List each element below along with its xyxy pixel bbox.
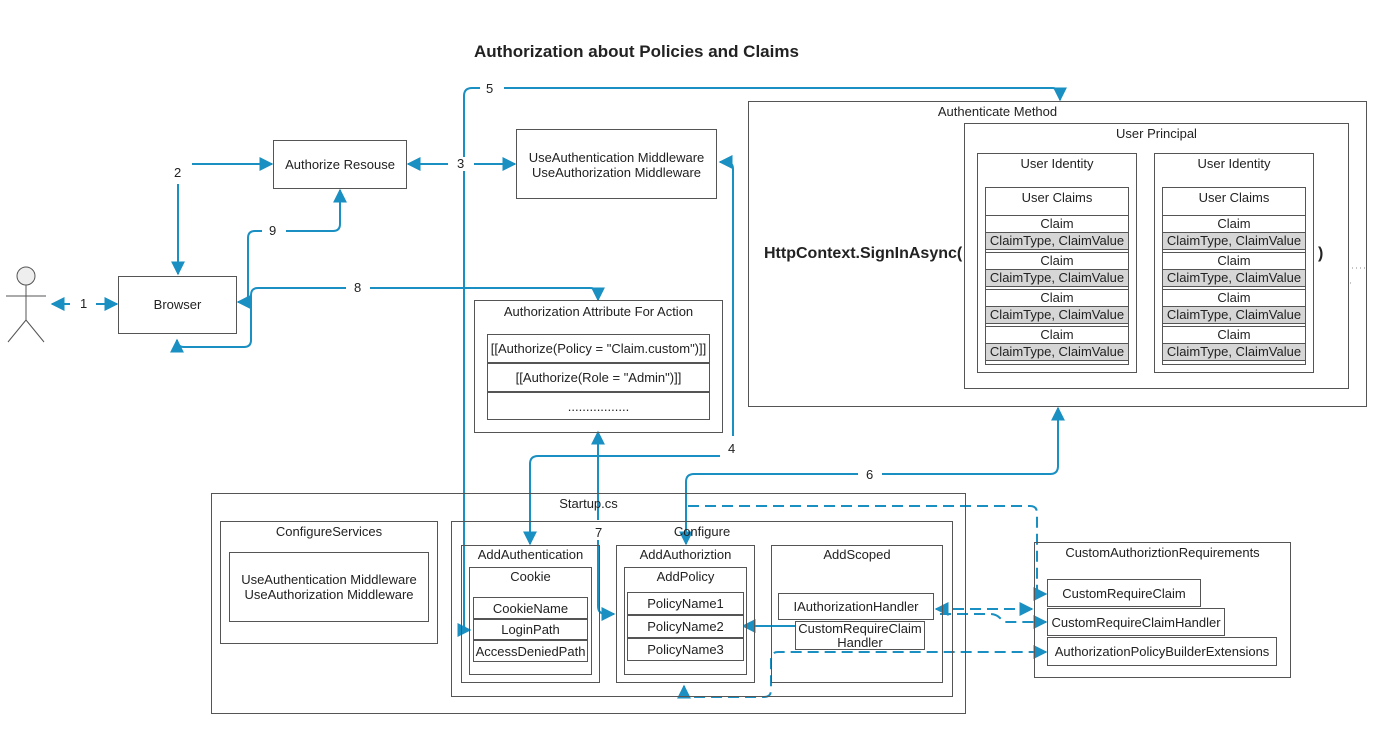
arrow-step-6-up — [882, 406, 1065, 475]
diagram-title: Authorization about Policies and Claims — [474, 42, 799, 61]
claim-value: ClaimType, ClaimValue — [985, 232, 1129, 250]
custom-require-claim-handler-item: CustomRequireClaimHandler — [1047, 608, 1225, 636]
add-authentication-title: AddAuthentication — [477, 547, 584, 562]
step-label-5: 5 — [484, 81, 496, 96]
policy-name-item: PolicyName2 — [627, 615, 744, 638]
step-label-3: 3 — [455, 156, 467, 171]
add-authorization-box: AddAuthoriztion — [616, 545, 755, 683]
arrow-step-8-right — [370, 287, 605, 302]
step-label-9: 9 — [267, 223, 279, 238]
configure-services-line-1: UseAuthentication Middleware — [241, 572, 417, 587]
policy-name-item: PolicyName1 — [627, 592, 744, 615]
claim-name: Claim — [1162, 252, 1306, 270]
claim-value: ClaimType, ClaimValue — [985, 343, 1129, 361]
dashed-policy-extensions — [677, 645, 1048, 699]
authorize-resource-label: Authorize Resouse — [285, 156, 395, 172]
claim-value: ClaimType, ClaimValue — [1162, 269, 1306, 287]
claim-name: Claim — [1162, 215, 1306, 233]
user-principal-box: User Principal — [964, 123, 1349, 389]
user-claims-title: User Claims — [1198, 190, 1270, 205]
authenticate-method-box: Authenticate Method — [748, 101, 1367, 407]
startup-box: Startup.cs — [211, 493, 966, 714]
policy-name-item: PolicyName3 — [627, 638, 744, 661]
startup-title: Startup.cs — [559, 496, 618, 511]
arrow-step-5 — [463, 88, 1060, 628]
cookie-title: Cookie — [510, 569, 551, 584]
configure-services-box: ConfigureServices — [220, 521, 438, 644]
signin-call-close: ) — [1318, 245, 1324, 262]
access-denied-path-item: AccessDeniedPath — [473, 640, 588, 662]
claim-name: Claim — [985, 289, 1129, 307]
add-authentication-box: AddAuthentication — [461, 545, 600, 683]
attribute-role-item: [[Authorize(Role = "Admin")]] — [487, 363, 710, 392]
authenticate-method-title: Authenticate Method — [937, 104, 1058, 119]
claim-value: ClaimType, ClaimValue — [1162, 306, 1306, 324]
configure-box: Configure — [451, 521, 953, 697]
add-policy-box: AddPolicy — [624, 567, 747, 675]
custom-require-claim-handler-impl: CustomRequireClaim Handler — [795, 621, 925, 650]
step-label-4: 4 — [726, 441, 738, 456]
cookie-box: Cookie — [469, 567, 592, 675]
arrow-step-9-down — [236, 230, 262, 309]
browser-box: Browser — [118, 276, 237, 334]
authorization-handler-interface: IAuthorizationHandler — [778, 593, 934, 620]
claim-name: Claim — [1162, 289, 1306, 307]
dashed-handler-claimhandler — [940, 613, 1048, 629]
custom-require-claim-item: CustomRequireClaim — [1047, 579, 1201, 607]
claim-name: Claim — [1162, 326, 1306, 344]
authorize-resource-box: Authorize Resouse — [273, 140, 407, 189]
step-label-7: 7 — [593, 525, 605, 540]
authorization-attribute-box: Authorization Attribute For Action [[Aut… — [474, 300, 723, 433]
claim-name: Claim — [985, 215, 1129, 233]
claim-name: Claim — [985, 326, 1129, 344]
custom-requirements-title: CustomAuthoriztionRequirements — [1065, 545, 1260, 560]
add-policy-title: AddPolicy — [656, 569, 715, 584]
configure-title: Configure — [673, 524, 731, 539]
attribute-policy-item: [[Authorize(Policy = "Claim.custom")]] — [487, 334, 710, 363]
user-principal-title: User Principal — [1116, 126, 1197, 141]
arrow-step-4-up — [718, 155, 734, 436]
cookie-name-item: CookieName — [473, 597, 588, 619]
arrow-step-7-right — [597, 540, 616, 621]
middleware-line-1: UseAuthentication Middleware — [528, 150, 705, 165]
middleware-line-2: UseAuthorization Middleware — [531, 165, 702, 180]
claim-value: ClaimType, ClaimValue — [1162, 232, 1306, 250]
add-scoped-box: AddScoped — [771, 545, 943, 683]
arrow-step-9-up — [286, 188, 347, 232]
dashed-startup-requireclaim — [688, 505, 1048, 601]
arrow-step-6-down — [679, 473, 858, 546]
step-label-1: 1 — [78, 296, 90, 311]
signin-call-open: HttpContext.SignInAsync( — [764, 245, 963, 262]
step-label-6: 6 — [864, 467, 876, 482]
arrow-step-4-down — [523, 455, 720, 546]
configure-services-line-2: UseAuthorization Middleware — [244, 587, 414, 602]
attribute-more-item: ................. — [487, 392, 710, 420]
configure-services-title: ConfigureServices — [275, 524, 383, 539]
claim-value: ClaimType, ClaimValue — [985, 269, 1129, 287]
custom-requirements-box: CustomAuthoriztionRequirements — [1034, 542, 1291, 678]
claim-name: Claim — [985, 252, 1129, 270]
user-identity-title: User Identity — [1197, 156, 1271, 171]
add-authorization-title: AddAuthoriztion — [639, 547, 732, 562]
add-scoped-title: AddScoped — [823, 547, 891, 562]
login-path-item: LoginPath — [473, 619, 588, 640]
policy-builder-extensions-item: AuthorizationPolicyBuilderExtensions — [1047, 637, 1277, 666]
configure-services-middleware-box: UseAuthentication Middleware UseAuthoriz… — [229, 552, 429, 622]
claim-value: ClaimType, ClaimValue — [1162, 343, 1306, 361]
user-actor-icon — [6, 266, 46, 343]
step-label-8: 8 — [352, 280, 364, 295]
middleware-box: UseAuthentication Middleware UseAuthoriz… — [516, 129, 717, 199]
browser-label: Browser — [153, 297, 202, 312]
arrow-step-8-left — [170, 287, 346, 353]
step-label-2: 2 — [172, 165, 184, 180]
user-claims-title: User Claims — [1021, 190, 1093, 205]
claim-value: ClaimType, ClaimValue — [985, 306, 1129, 324]
user-identity-box: User Identity — [977, 153, 1137, 373]
authorization-attribute-title: Authorization Attribute For Action — [503, 304, 694, 319]
user-identity-title: User Identity — [1020, 156, 1094, 171]
user-identity-box: User Identity — [1154, 153, 1314, 373]
